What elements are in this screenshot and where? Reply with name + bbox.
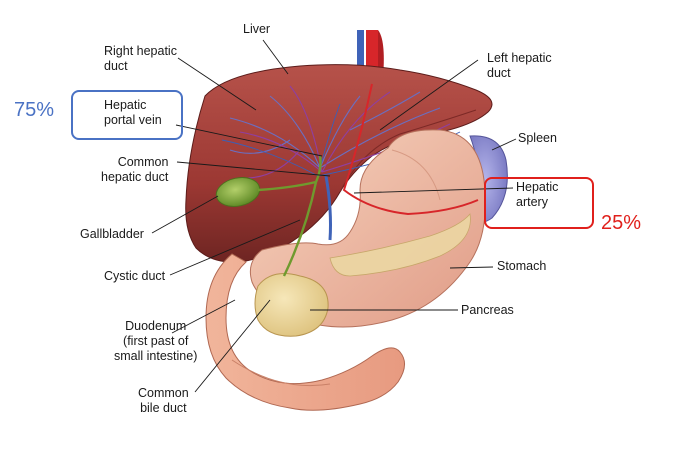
label-line: duct: [104, 59, 128, 73]
label-line: Left hepatic: [487, 51, 552, 65]
label-pancreas: Pancreas: [461, 303, 514, 317]
label-common-bile-duct: Common bile duct: [138, 386, 189, 416]
hepatic-portal-vein-vessel: [324, 175, 332, 241]
hepatic-artery-highlight-box: [484, 177, 594, 229]
label-hepatic-artery: Hepatic artery: [516, 180, 558, 210]
label-line: hepatic duct: [101, 170, 169, 184]
bile-ducts: [257, 155, 322, 277]
label-line: Hepatic: [516, 180, 559, 194]
leader-lines: [151, 39, 517, 393]
label-line: duct: [487, 66, 511, 80]
label-line: Common: [117, 155, 169, 169]
label-cystic-duct: Cystic duct: [104, 269, 166, 283]
label-line: Hepatic: [104, 98, 147, 112]
portal-vein-highlight-box: [71, 90, 183, 140]
label-line: portal vein: [104, 113, 162, 127]
label-line: bile duct: [140, 401, 187, 415]
liver-shape: [185, 64, 493, 263]
label-liver: Liver: [243, 22, 271, 36]
label-common-hepatic-duct: Common hepatic duct: [101, 155, 168, 185]
label-line: (first past of: [123, 334, 189, 348]
label-left-hepatic-duct: Left hepatic duct: [487, 51, 552, 81]
label-stomach: Stomach: [497, 259, 547, 273]
liver-vessel-network: [221, 85, 461, 179]
pancreas-shape: [254, 273, 329, 337]
label-line: artery: [516, 195, 548, 209]
label-line: Duodenum: [125, 319, 187, 333]
label-hepatic-portal-vein: Hepatic portal vein: [104, 98, 162, 128]
label-spleen: Spleen: [518, 131, 557, 145]
hepatic-artery-vessel: [342, 83, 479, 216]
portal-vein-percent: 75%: [14, 99, 55, 121]
label-line: Right hepatic: [104, 44, 177, 58]
label-duodenum: Duodenum (first past of small intestine): [114, 319, 197, 364]
label-line: small intestine): [114, 349, 198, 363]
hepatic-artery-percent: 25%: [601, 212, 642, 234]
label-right-hepatic-duct: Right hepatic duct: [104, 44, 177, 74]
label-line: Common: [138, 386, 189, 400]
label-gallbladder: Gallbladder: [80, 227, 144, 241]
